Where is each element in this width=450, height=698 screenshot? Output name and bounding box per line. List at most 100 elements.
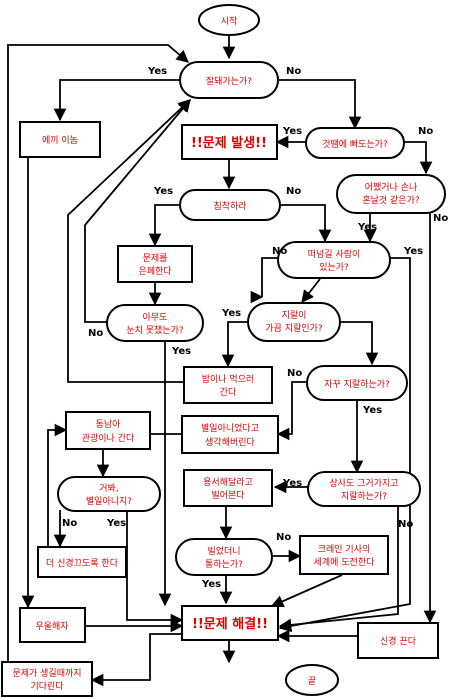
edge-nobody-no-going: [84, 99, 191, 323]
node-stop-caring: 신경 끈다: [357, 622, 439, 659]
node-boss-scold-line2: 가끔 지랄인가?: [265, 323, 323, 334]
node-go-eat-line1: 밥이나 먹으러: [202, 374, 255, 385]
node-calm-down-text: 침착하라: [213, 201, 247, 212]
edge-fault-no-serious: [404, 141, 433, 175]
node-calm-down: 침착하라: [179, 189, 281, 221]
label-no-bosstoo: No: [398, 519, 413, 530]
edge-calm-no-pass: [280, 204, 332, 243]
node-your-fault-text: 것땜에 빠도는가?: [322, 139, 388, 150]
node-nobody-knows-line2: 눈치 못챘는가?: [126, 324, 184, 336]
edge-pass-yes-solved: [278, 257, 411, 633]
node-crane: 크레인 기사의 세계에 도전한다: [299, 535, 389, 575]
label-yes-refuse: Yes: [106, 518, 126, 529]
node-try-harder: 더 신경끄도록 한다: [37, 546, 127, 578]
node-your-fault: 것땜에 빠도는가?: [305, 127, 405, 159]
node-think-not-fault-line2: 생각해버린다: [205, 436, 255, 448]
node-problem-text: !!문제 발생!!: [191, 135, 267, 151]
node-end: 끝: [285, 664, 339, 696]
node-stop-caring-text: 신경 끈다: [380, 635, 417, 647]
node-try-harder-text: 더 신경끄도록 한다: [46, 557, 119, 569]
edge-boss-no-scold: [340, 321, 379, 366]
node-tour: 동남아 관광이나 간다: [65, 411, 151, 450]
label-yes-begged: Yes: [201, 579, 221, 590]
node-boss-too: 상사도 그거가지고 지랄하는가?: [307, 471, 421, 507]
label-yes-boss: Yes: [221, 308, 241, 319]
edge-think-tour: [143, 427, 182, 441]
edge-pass-no-tour: [255, 257, 278, 299]
label-no-refuse: No: [62, 518, 77, 529]
node-depressed-text: 우울해자: [35, 621, 69, 632]
node-hide-line1: 문제를: [143, 253, 168, 264]
node-refuse: 거봐, 별일아니지?: [57, 476, 161, 512]
node-going-well-text: 잘돼가는가?: [206, 75, 252, 87]
node-going-well: 잘돼가는가?: [179, 61, 279, 99]
label-yes-calm: Yes: [153, 186, 173, 197]
edge-scold-no-think: [276, 381, 307, 441]
node-begged-line2: 통하는가?: [205, 559, 243, 570]
node-crane-line1: 크레인 기사의: [318, 544, 371, 555]
node-nobody-knows: 아무도 눈치 못챘는가?: [106, 304, 204, 342]
node-hide-line2: 은폐한다: [138, 265, 172, 277]
node-go-eat: 밥이나 먹으러 간다: [183, 366, 273, 404]
edge-going-yes-dont: [53, 79, 180, 122]
label-yes-bosstoo: Yes: [282, 478, 302, 489]
label-no-nobody: No: [88, 328, 103, 339]
node-go-eat-line2: 간다: [220, 387, 237, 398]
node-think-not-fault: 별일아니었다고 생각해버린다: [181, 415, 279, 454]
label-yes-fault: Yes: [282, 126, 302, 137]
label-yes-serious: Yes: [357, 222, 377, 233]
node-boss-too-line2: 지랄하는가?: [341, 491, 387, 502]
node-serious: 어쨌거나 손나 혼날것 같은가?: [336, 174, 446, 214]
edge-calm-yes-hide: [148, 204, 180, 247]
node-boss-scold-line1: 지랄이: [282, 310, 307, 321]
node-tour-line2: 관광이나 간다: [82, 432, 135, 444]
edge-pass-yes-boss: [301, 278, 321, 303]
node-think-not-fault-line1: 별일아니었다고: [201, 422, 259, 434]
node-wait-line1: 문제가 생길때까지: [12, 668, 81, 679]
node-boss-too-line1: 상사도 그거가지고: [329, 478, 398, 489]
edge-eat-going: [67, 99, 191, 383]
edge-labels: Yes No Yes No Yes No Yes No No Yes Yes N…: [62, 66, 448, 590]
edge-solved-wait: [90, 633, 182, 687]
node-depressed: 우울해자: [19, 607, 86, 643]
edge-going-no-fault: [278, 79, 362, 130]
node-scold-often: 자꾸 지랄하는가?: [306, 365, 408, 401]
node-solved-text: !!문제 해결!!: [192, 616, 268, 632]
node-hide: 문제를 은폐한다: [117, 245, 193, 283]
edge-boss-yes-eat: [221, 321, 248, 368]
label-no-pass: No: [272, 246, 287, 257]
node-scold-often-text: 자꾸 지랄하는가?: [324, 379, 390, 390]
edge-boss-no-solved: [278, 505, 399, 632]
node-serious-line1: 어쨌거나 손나: [365, 182, 418, 193]
label-no-begged: No: [276, 532, 291, 543]
label-no-serious: No: [433, 213, 448, 224]
node-ask-forgive-line2: 빌어본다: [211, 490, 245, 501]
edge-crane-solved: [270, 574, 343, 608]
label-yes-scold: Yes: [362, 405, 382, 416]
node-refuse-line2: 별일아니지?: [86, 496, 132, 507]
node-dont-touch-text: 에끼 이놈: [42, 135, 78, 146]
node-wait-line2: 기다린다: [30, 681, 64, 692]
node-boss-scold: 지랄이 가끔 지랄인가?: [247, 302, 341, 342]
label-no-scold: No: [287, 368, 302, 379]
node-crane-line2: 세계에 도전한다: [314, 556, 376, 568]
node-begged-line1: 빌었더니: [207, 545, 240, 557]
node-serious-line2: 혼날것 같은가?: [362, 194, 420, 206]
node-wait: 문제가 생길때까지 기다린다: [1, 661, 93, 697]
label-yes-nobody: Yes: [171, 346, 191, 357]
label-no-fault: No: [418, 126, 433, 137]
node-nobody-knows-line1: 아무도: [143, 312, 168, 323]
node-ask-forgive-line1: 용서해달라고: [203, 476, 253, 488]
edge-wait-going: [7, 44, 189, 680]
node-tour-line1: 동남아: [96, 419, 122, 430]
node-begged: 빌었더니 통하는가?: [175, 538, 273, 576]
node-start-text: 시작: [221, 16, 238, 27]
node-pass-blame-line1: 떠넘길 사람이: [308, 248, 361, 260]
label-yes-going: Yes: [147, 66, 167, 77]
node-refuse-line1: 거봐,: [99, 483, 118, 494]
label-yes-pass: Yes: [403, 246, 423, 257]
edge-refuse-yes-solved: [126, 510, 184, 627]
label-no-calm: No: [286, 186, 301, 197]
node-pass-blame: 떠넘길 사람이 있는가?: [277, 241, 391, 279]
